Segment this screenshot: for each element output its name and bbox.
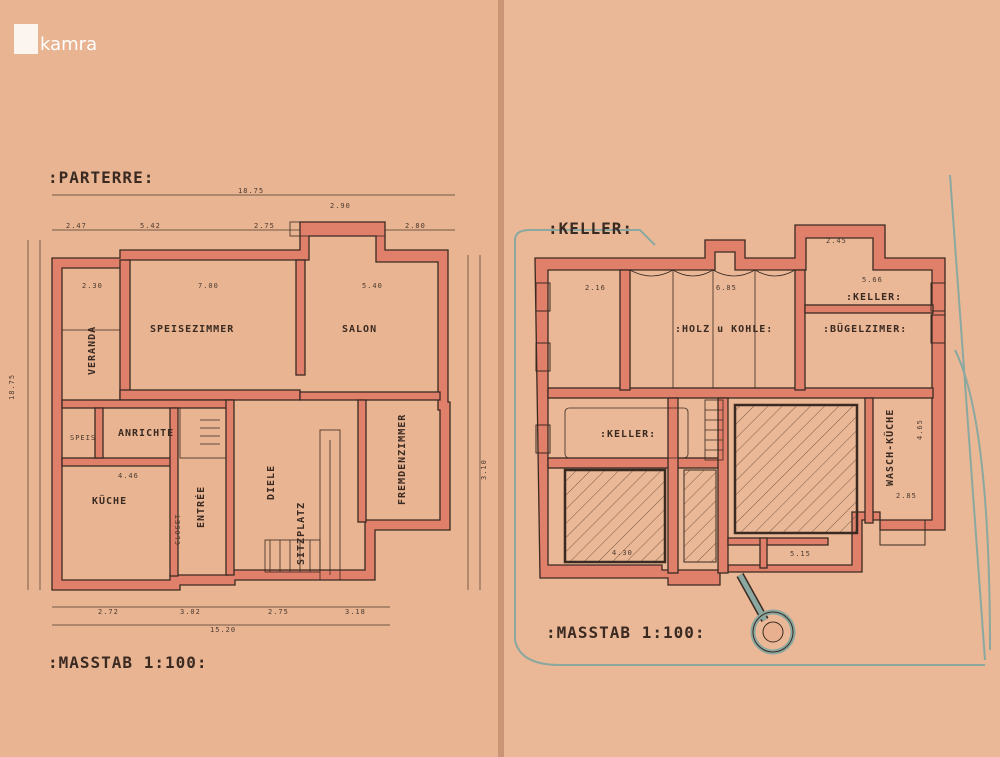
svg-text:2.16: 2.16 [585,284,606,292]
right-page [502,0,1000,757]
svg-text:2.90: 2.90 [330,202,351,210]
hatched-area-2 [683,469,717,563]
room-sitzplatz: SITZPLATZ [296,502,307,565]
svg-text:3.02: 3.02 [180,608,201,616]
room-closet: CLOSET [174,514,182,545]
parterre-plan: :PARTERRE: 18.75 2.47 5.42 2.75 2.90 2.8… [8,168,488,672]
svg-text:18.75: 18.75 [238,187,264,195]
room-holz-kohle: :HOLZ u KOHLE: [675,324,773,335]
hatched-area-1 [563,468,667,564]
svg-text:7.00: 7.00 [198,282,219,290]
keller-scale: :MASSTAB 1:100: [546,623,706,642]
parterre-walls [51,221,451,591]
keller-title: :KELLER: [548,219,633,238]
svg-text:2.75: 2.75 [268,608,289,616]
site-boundary [514,174,991,666]
cistern [736,573,796,655]
left-page [0,0,500,757]
svg-text:3.10: 3.10 [480,459,488,480]
svg-text:2.47: 2.47 [66,222,87,230]
room-keller-mid: :KELLER: [600,429,656,440]
room-anrichte: ANRICHTE [118,428,174,439]
svg-text:3.18: 3.18 [345,608,366,616]
room-entree: ENTRÉE [194,486,207,528]
room-keller-top: :KELLER: [846,292,902,303]
room-fremdenzimmer: FREMDENZIMMER [397,414,408,505]
svg-text:2.30: 2.30 [82,282,103,290]
room-kueche: KÜCHE [92,493,127,507]
svg-text:kamra: kamra [40,34,97,55]
svg-text:5.42: 5.42 [140,222,161,230]
room-speis: SPEIS [70,434,96,442]
room-salon: SALON [342,324,377,335]
kamra-logo: kamra [14,24,97,55]
hatched-area-3 [733,403,859,535]
parterre-title: :PARTERRE: [48,168,154,187]
svg-text:18.75: 18.75 [8,374,16,400]
svg-text:4.46: 4.46 [118,472,139,480]
svg-text:2.80: 2.80 [405,222,426,230]
keller-plan: :KELLER: [514,174,991,666]
room-diele: DIELE [266,465,277,500]
svg-text:2.85: 2.85 [896,492,917,500]
keller-walls [534,224,946,586]
svg-text:5.66: 5.66 [862,276,883,284]
room-veranda: VERANDA [87,326,98,375]
svg-text:2.45: 2.45 [826,237,847,245]
svg-text:5.40: 5.40 [362,282,383,290]
svg-text:5.15: 5.15 [790,550,811,558]
binding-fold [498,0,504,757]
room-waschkueche: WASCH-KÜCHE [882,409,896,486]
svg-text:2.72: 2.72 [98,608,119,616]
svg-text:6.85: 6.85 [716,284,737,292]
svg-text:2.75: 2.75 [254,222,275,230]
svg-text:4.65: 4.65 [916,419,924,440]
parterre-scale: :MASSTAB 1:100: [48,653,208,672]
svg-text:4.30: 4.30 [612,549,633,557]
svg-text:15.20: 15.20 [210,626,236,634]
room-buegelzimmer: :BÜGELZIMER: [823,321,907,335]
room-speisezimmer: SPEISEZIMMER [150,324,234,335]
dimension-lines [27,194,481,626]
